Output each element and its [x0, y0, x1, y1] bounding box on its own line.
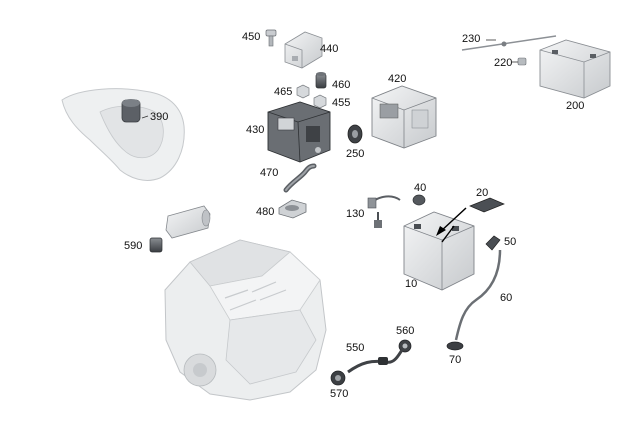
battery-module-420 [371, 85, 437, 149]
engine-bay-shell [61, 88, 185, 181]
battery-200 [539, 39, 611, 99]
part-label-590: 590 [124, 240, 143, 252]
part-label-430: 430 [246, 124, 265, 136]
cap-460 [315, 72, 327, 89]
part-label-440: 440 [320, 43, 339, 55]
vent-hose-470 [283, 163, 317, 193]
part-label-200: 200 [566, 100, 585, 112]
cable-550 [347, 349, 404, 374]
bolt-450 [265, 29, 277, 47]
leader-lines [141, 39, 518, 119]
sensor-cable-130 [367, 195, 401, 228]
part-label-10: 10 [405, 278, 418, 290]
plug-40 [412, 194, 426, 206]
nut-455 [313, 94, 327, 109]
part-label-450: 450 [242, 31, 261, 43]
battery-module-430 [267, 101, 331, 163]
part-label-455: 455 [332, 97, 351, 109]
part-label-60: 60 [500, 292, 513, 304]
part-label-230: 230 [462, 33, 481, 45]
part-label-420: 420 [388, 73, 407, 85]
ground-lug-70 [446, 341, 464, 351]
part-label-20: 20 [476, 187, 489, 199]
part-label-560: 560 [396, 325, 415, 337]
engine-block [164, 239, 327, 401]
assembly-arrow [436, 207, 467, 236]
part-label-465: 465 [274, 86, 293, 98]
part-label-460: 460 [332, 79, 351, 91]
part-label-130: 130 [346, 208, 365, 220]
part-label-470: 470 [260, 167, 279, 179]
screw-220 [517, 57, 527, 66]
tray-480 [278, 199, 307, 219]
part-label-570: 570 [330, 388, 349, 400]
part-label-390: 390 [150, 111, 169, 123]
part-label-50: 50 [504, 236, 517, 248]
part-label-70: 70 [449, 354, 462, 366]
part-label-480: 480 [256, 206, 275, 218]
battery-10 [403, 211, 475, 291]
pad-20 [469, 197, 505, 213]
cable-60 [454, 249, 502, 341]
part-label-220: 220 [494, 57, 513, 69]
part-label-550: 550 [346, 342, 365, 354]
nut-465 [296, 84, 310, 99]
connector-560 [398, 339, 412, 353]
rod-230 [461, 35, 557, 51]
control-unit-440 [284, 31, 323, 69]
pump-590 [149, 205, 211, 253]
grommet-250 [347, 124, 363, 144]
grommet-570 [330, 370, 346, 386]
terminal-50 [485, 235, 501, 251]
part-label-250: 250 [346, 148, 365, 160]
part-label-40: 40 [414, 182, 427, 194]
